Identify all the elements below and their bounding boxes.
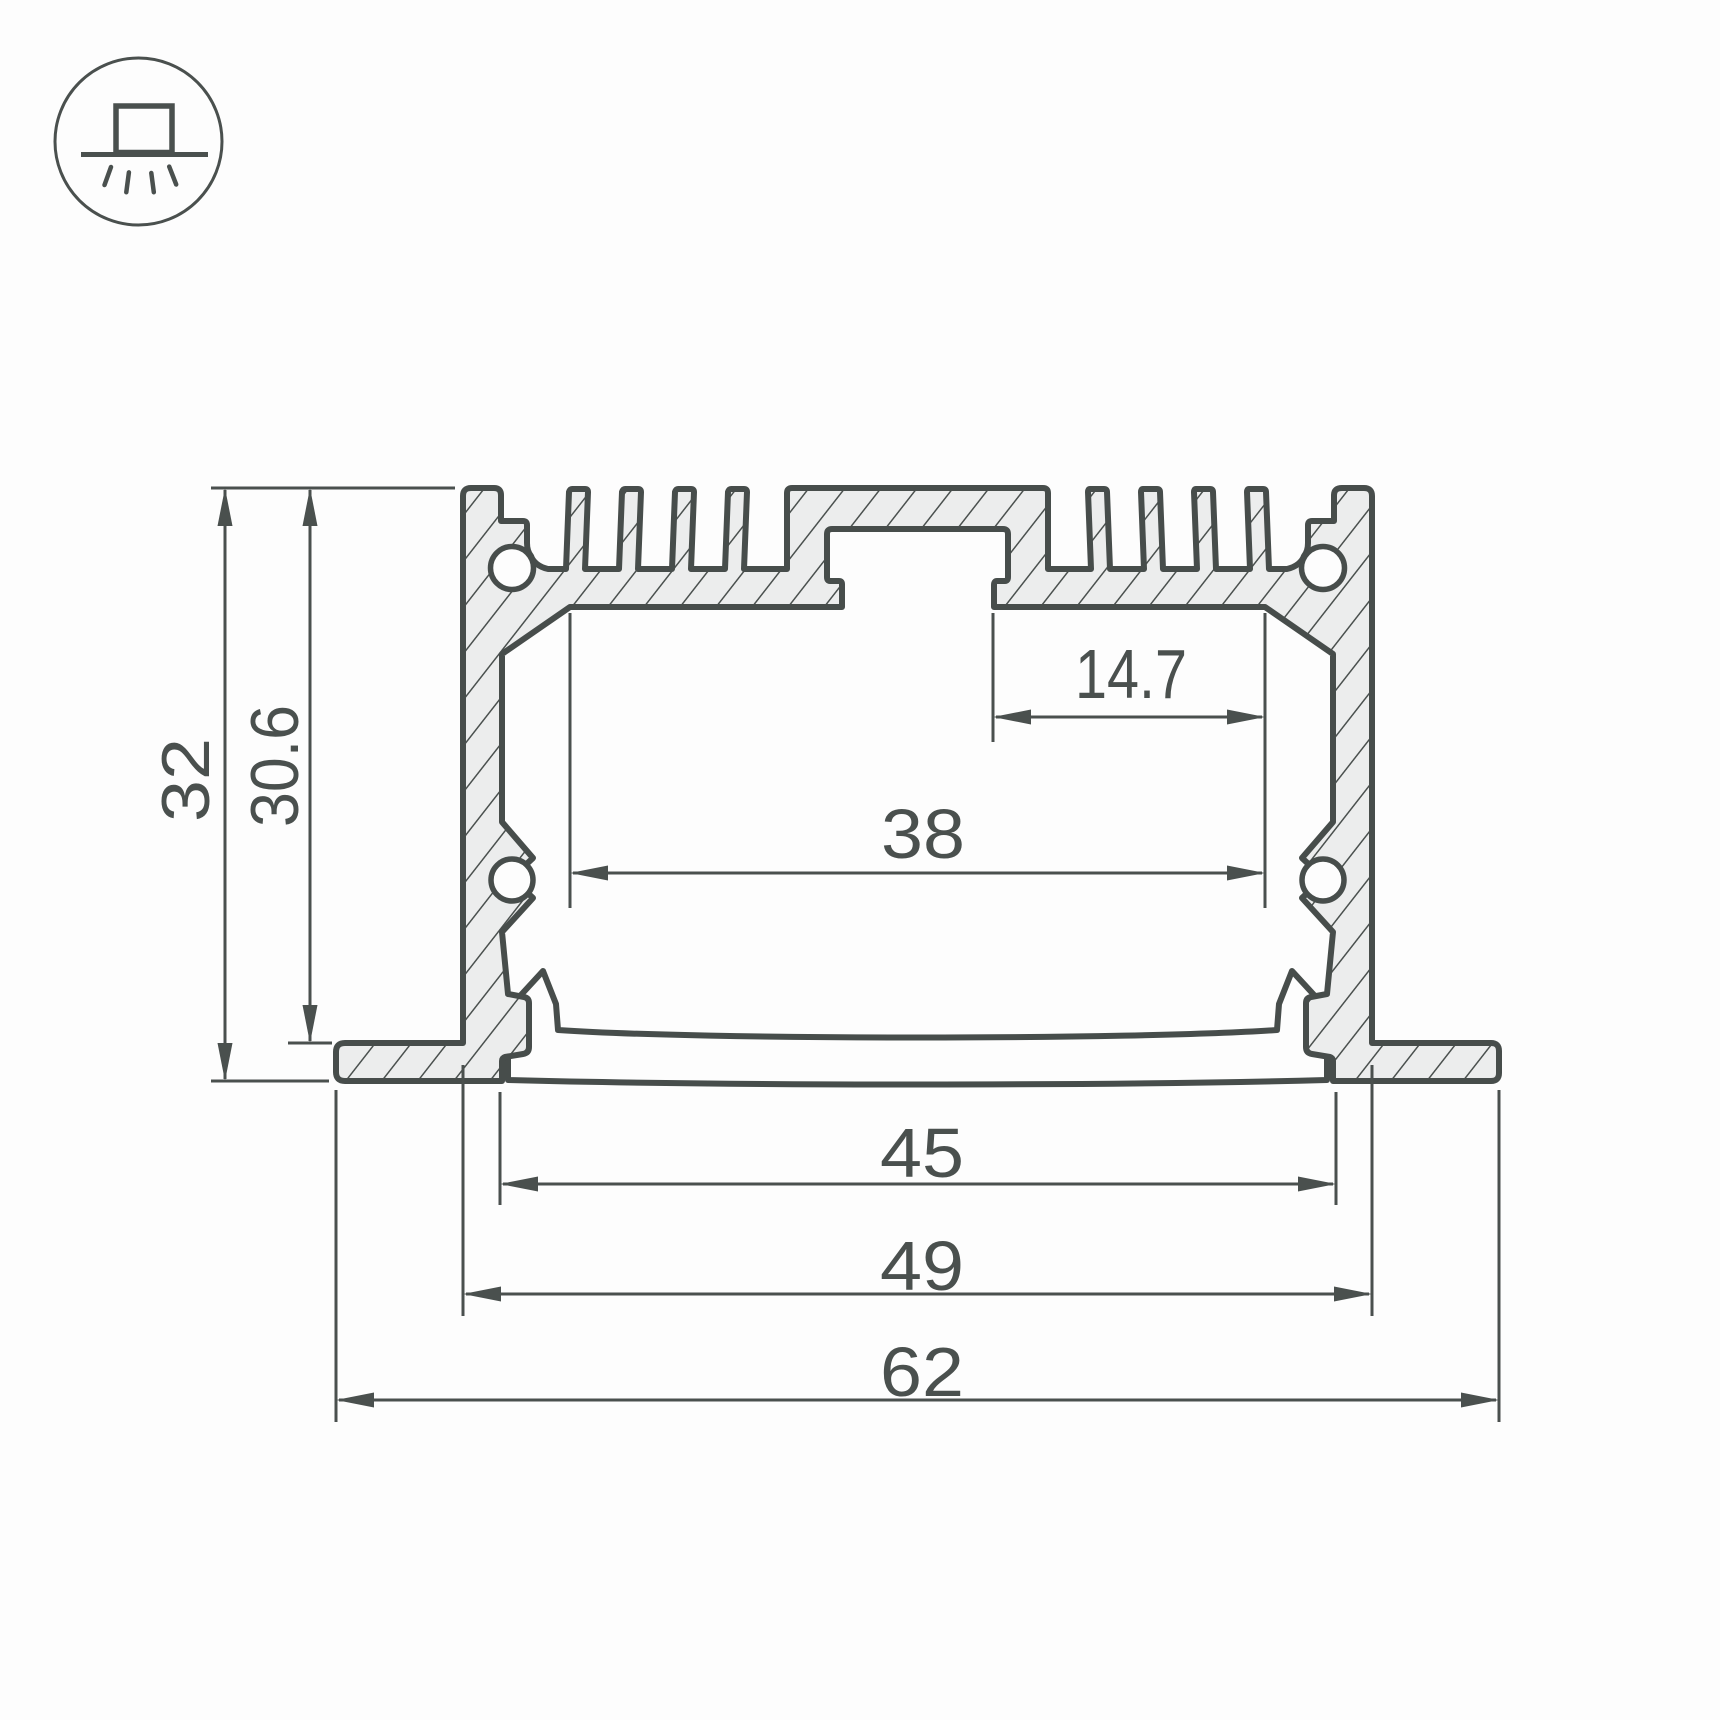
- svg-text:45: 45: [880, 1114, 964, 1192]
- svg-text:30.6: 30.6: [237, 705, 313, 827]
- svg-text:49: 49: [880, 1227, 964, 1305]
- svg-text:38: 38: [881, 795, 965, 873]
- svg-text:32: 32: [148, 738, 224, 822]
- svg-text:14.7: 14.7: [1075, 635, 1187, 713]
- svg-text:62: 62: [880, 1333, 964, 1411]
